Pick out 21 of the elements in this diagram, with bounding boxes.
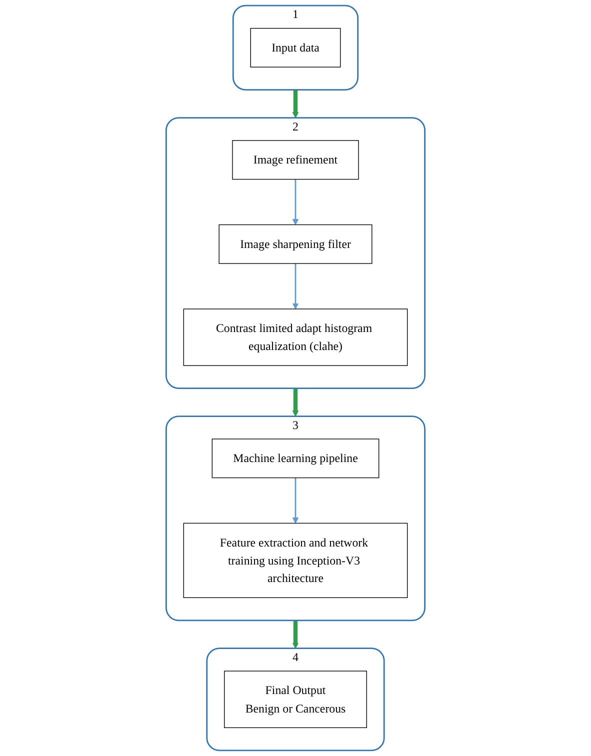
node-label: 3	[292, 418, 298, 432]
cluster	[232, 4, 359, 91]
node-label: 1	[292, 8, 298, 21]
node-box: Image sharpening filter	[218, 224, 372, 264]
node-box: Input data	[250, 28, 341, 68]
node-label: 4	[292, 650, 298, 664]
node-box: Image refinement	[232, 140, 359, 180]
node-box: Final Output Benign or Cancerous	[224, 670, 367, 728]
arrow	[292, 264, 299, 310]
arrow	[292, 90, 299, 118]
arrow	[292, 179, 299, 226]
arrow	[292, 388, 299, 417]
node-label: 2	[292, 120, 298, 134]
cluster	[206, 648, 385, 752]
node-box: Machine learning pipeline	[212, 438, 380, 478]
cluster	[165, 117, 426, 389]
cluster	[165, 416, 426, 622]
arrow	[292, 478, 299, 524]
node-box: Contrast limited adapt histogram equalization (clahe)	[183, 308, 408, 366]
node-box: Feature extraction and network training using Inception-V3 architecture	[183, 522, 408, 598]
arrow	[292, 620, 299, 649]
